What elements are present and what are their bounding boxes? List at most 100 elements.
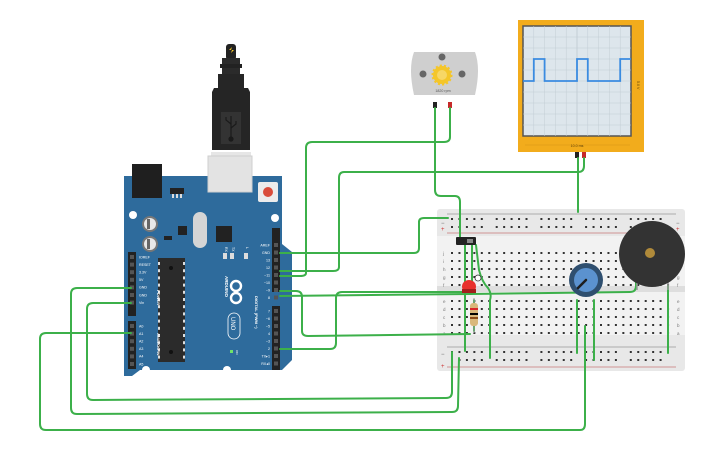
header-pin[interactable] xyxy=(130,285,134,290)
breadboard-hole[interactable] xyxy=(532,276,535,278)
breadboard-hole[interactable] xyxy=(480,359,483,361)
header-pin[interactable] xyxy=(130,354,134,359)
breadboard-hole[interactable] xyxy=(614,252,617,254)
breadboard-hole[interactable] xyxy=(510,359,513,361)
breadboard-hole[interactable] xyxy=(555,268,558,270)
breadboard-hole[interactable] xyxy=(547,332,550,334)
breadboard-hole[interactable] xyxy=(607,308,610,310)
header-pin[interactable] xyxy=(274,250,278,255)
breadboard-hole[interactable] xyxy=(510,316,513,318)
breadboard-hole[interactable] xyxy=(525,316,528,318)
breadboard-hole[interactable] xyxy=(525,260,528,262)
breadboard-hole[interactable] xyxy=(629,218,632,220)
breadboard-hole[interactable] xyxy=(637,218,640,220)
breadboard-hole[interactable] xyxy=(629,332,632,334)
potentiometer[interactable] xyxy=(569,263,603,297)
breadboard-hole[interactable] xyxy=(600,252,602,254)
breadboard-hole[interactable] xyxy=(570,324,573,326)
breadboard-hole[interactable] xyxy=(473,276,476,278)
breadboard-hole[interactable] xyxy=(540,218,543,220)
breadboard-hole[interactable] xyxy=(518,268,521,270)
arduino-uno-board[interactable]: RX TX L ARDUINO UNO ON IOREFRESET3.3V5VG… xyxy=(124,155,292,376)
breadboard-hole[interactable] xyxy=(644,359,647,361)
breadboard-hole[interactable] xyxy=(488,260,491,262)
breadboard-hole[interactable] xyxy=(577,252,580,254)
breadboard-hole[interactable] xyxy=(510,218,513,220)
breadboard-hole[interactable] xyxy=(458,351,461,353)
breadboard-hole[interactable] xyxy=(525,351,528,353)
breadboard-hole[interactable] xyxy=(451,252,453,254)
breadboard-hole[interactable] xyxy=(510,332,513,334)
breadboard-hole[interactable] xyxy=(480,268,483,270)
breadboard-hole[interactable] xyxy=(659,324,662,326)
breadboard-hole[interactable] xyxy=(644,316,647,318)
breadboard-hole[interactable] xyxy=(465,324,468,326)
breadboard-hole[interactable] xyxy=(600,308,602,310)
breadboard-hole[interactable] xyxy=(570,300,573,302)
header-pin[interactable] xyxy=(274,339,278,343)
breadboard-hole[interactable] xyxy=(510,351,513,353)
breadboard-hole[interactable] xyxy=(465,252,468,254)
breadboard-hole[interactable] xyxy=(614,260,617,262)
breadboard-hole[interactable] xyxy=(614,324,617,326)
breadboard-hole[interactable] xyxy=(555,316,558,318)
breadboard-hole[interactable] xyxy=(600,359,602,361)
breadboard-hole[interactable] xyxy=(503,268,506,270)
breadboard-hole[interactable] xyxy=(659,359,662,361)
breadboard-hole[interactable] xyxy=(592,218,595,220)
breadboard-hole[interactable] xyxy=(592,252,595,254)
breadboard-hole[interactable] xyxy=(458,324,461,326)
breadboard-hole[interactable] xyxy=(503,308,506,310)
breadboard-hole[interactable] xyxy=(518,300,521,302)
breadboard-hole[interactable] xyxy=(510,260,513,262)
breadboard-hole[interactable] xyxy=(555,218,558,220)
breadboard-hole[interactable] xyxy=(562,268,565,270)
breadboard-hole[interactable] xyxy=(532,252,535,254)
breadboard-hole[interactable] xyxy=(503,260,506,262)
breadboard-hole[interactable] xyxy=(614,218,617,220)
breadboard-hole[interactable] xyxy=(480,316,483,318)
header-pin[interactable] xyxy=(274,295,278,300)
breadboard-hole[interactable] xyxy=(488,284,491,286)
breadboard-hole[interactable] xyxy=(644,218,647,220)
breadboard-hole[interactable] xyxy=(451,226,453,228)
breadboard-hole[interactable] xyxy=(547,316,550,318)
breadboard-hole[interactable] xyxy=(547,324,550,326)
breadboard-hole[interactable] xyxy=(600,260,602,262)
breadboard-hole[interactable] xyxy=(495,324,498,326)
breadboard-hole[interactable] xyxy=(525,252,528,254)
breadboard-hole[interactable] xyxy=(465,359,468,361)
breadboard-hole[interactable] xyxy=(488,276,491,278)
breadboard-hole[interactable] xyxy=(637,351,640,353)
breadboard-hole[interactable] xyxy=(644,308,647,310)
breadboard-hole[interactable] xyxy=(480,332,483,334)
header-pin[interactable] xyxy=(274,346,278,351)
breadboard-hole[interactable] xyxy=(562,316,565,318)
breadboard-hole[interactable] xyxy=(659,218,662,220)
header-pin[interactable] xyxy=(130,270,134,275)
breadboard-hole[interactable] xyxy=(525,268,528,270)
header-pin[interactable] xyxy=(274,331,278,336)
breadboard-hole[interactable] xyxy=(570,252,573,254)
breadboard-hole[interactable] xyxy=(637,300,640,302)
breadboard-hole[interactable] xyxy=(525,308,528,310)
breadboard-hole[interactable] xyxy=(607,300,610,302)
breadboard-hole[interactable] xyxy=(622,324,625,326)
breadboard-hole[interactable] xyxy=(458,308,461,310)
breadboard-hole[interactable] xyxy=(547,276,550,278)
breadboard-hole[interactable] xyxy=(555,332,558,334)
resistor[interactable] xyxy=(470,298,478,333)
breadboard-hole[interactable] xyxy=(465,276,468,278)
breadboard-hole[interactable] xyxy=(607,252,610,254)
breadboard-hole[interactable] xyxy=(659,316,662,318)
breadboard-hole[interactable] xyxy=(614,284,617,286)
breadboard-hole[interactable] xyxy=(652,359,655,361)
breadboard-hole[interactable] xyxy=(607,260,610,262)
breadboard-hole[interactable] xyxy=(607,324,610,326)
breadboard-hole[interactable] xyxy=(465,226,468,228)
wire-a1-to-pot[interactable] xyxy=(39,325,586,431)
red-led[interactable] xyxy=(462,280,476,293)
breadboard-hole[interactable] xyxy=(555,308,558,310)
breadboard-hole[interactable] xyxy=(637,332,640,334)
scope-probe-positive[interactable] xyxy=(582,152,586,158)
